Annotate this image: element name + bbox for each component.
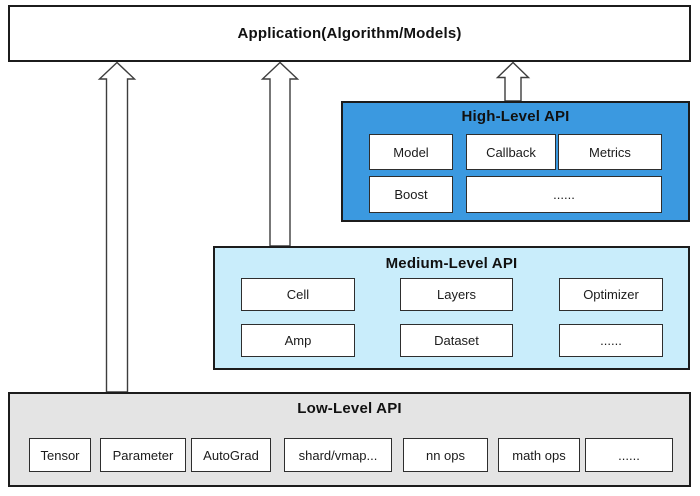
item-metrics: Metrics [558, 134, 662, 170]
item-parameter: Parameter [100, 438, 186, 472]
item-layers: Layers [400, 278, 513, 311]
item-high-level-more: ...... [466, 176, 662, 213]
high-level-api-title: High-Level API [461, 108, 570, 125]
item-model: Model [369, 134, 453, 170]
medium-level-api-box: Medium-Level API Cell Layers Optimizer A… [213, 246, 690, 370]
high-level-api-box: High-Level API Model Callback Metrics Bo… [341, 101, 690, 222]
low-level-api-title: Low-Level API [297, 400, 402, 417]
item-math-ops: math ops [498, 438, 580, 472]
item-optimizer: Optimizer [559, 278, 663, 311]
item-callback: Callback [466, 134, 556, 170]
up-arrow-medium-level-icon [260, 61, 300, 247]
application-box: Application(Algorithm/Models) [8, 5, 691, 62]
up-arrow-high-level-icon [495, 61, 531, 102]
low-level-api-box: Low-Level API Tensor Parameter AutoGrad … [8, 392, 691, 487]
application-label: Application(Algorithm/Models) [237, 25, 462, 42]
medium-level-api-title: Medium-Level API [385, 255, 518, 272]
item-tensor: Tensor [29, 438, 91, 472]
item-cell: Cell [241, 278, 355, 311]
item-amp: Amp [241, 324, 355, 357]
item-medium-level-more: ...... [559, 324, 663, 357]
item-low-level-more: ...... [585, 438, 673, 472]
item-dataset: Dataset [400, 324, 513, 357]
up-arrow-low-level-icon [97, 61, 137, 393]
item-autograd: AutoGrad [191, 438, 271, 472]
item-boost: Boost [369, 176, 453, 213]
item-shard-vmap: shard/vmap... [284, 438, 392, 472]
item-nn-ops: nn ops [403, 438, 488, 472]
